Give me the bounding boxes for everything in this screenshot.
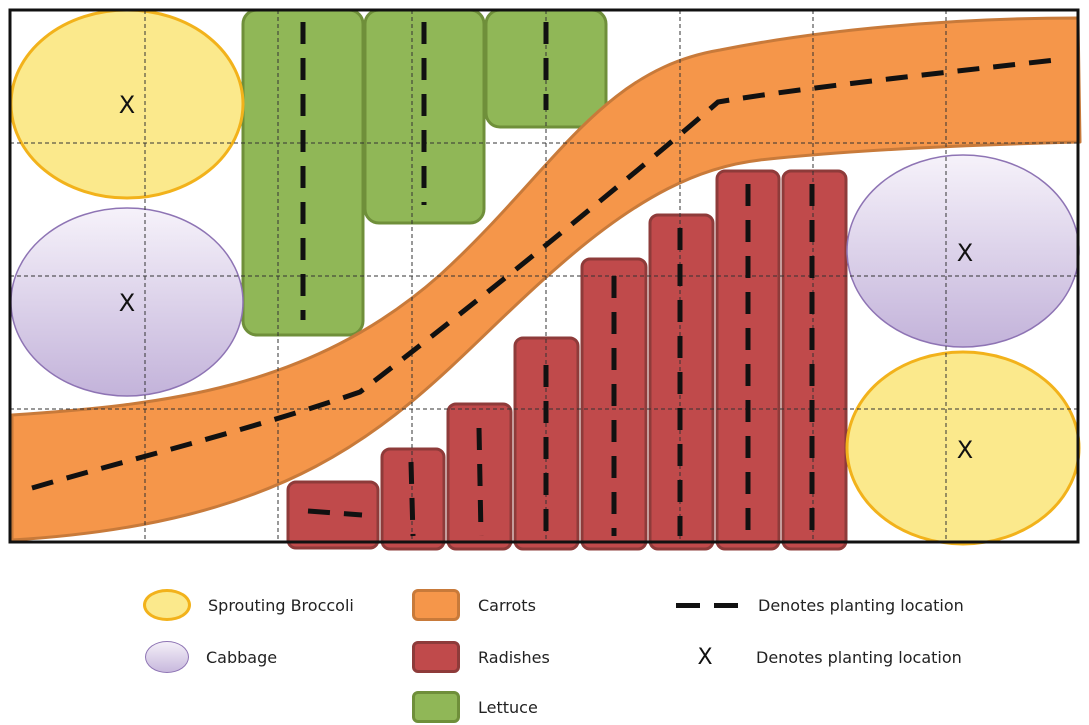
radish-bed-7 [715, 169, 781, 551]
garden-border [8, 8, 1080, 544]
broccoli-bottom-x: X [957, 436, 973, 464]
radish-bed-1 [286, 480, 380, 550]
radish-row-2 [408, 461, 416, 537]
broccoli-top-x: X [119, 91, 135, 119]
planting-dashes [31, 22, 1056, 537]
carrot-swatch [412, 589, 460, 621]
legend-lettuce: Lettuce [412, 690, 538, 724]
legend-lettuce-label: Lettuce [478, 697, 538, 717]
radish-row-1 [307, 508, 363, 518]
garden-plan: X X X X [8, 8, 1082, 551]
dash-line-icon [676, 602, 738, 608]
legend-broccoli-label: Sprouting Broccoli [208, 595, 354, 615]
x-marker-icon: X [697, 644, 713, 670]
legend-radishes: Radishes [412, 640, 550, 674]
legend-carrots-label: Carrots [478, 595, 536, 615]
legend-carrots: Carrots [412, 588, 536, 622]
legend-x-label: Denotes planting location [756, 647, 962, 667]
carrot-row [31, 57, 1056, 491]
cabbage-right-x: X [957, 239, 973, 267]
legend-cabbage: Cabbage [145, 640, 277, 674]
legend-cabbage-label: Cabbage [206, 647, 278, 667]
cabbage-swatch [145, 641, 189, 673]
radish-row-3 [476, 427, 484, 537]
radish-bed-8 [781, 169, 848, 551]
radish-swatch [412, 641, 460, 673]
legend-broccoli: Sprouting Broccoli [143, 588, 354, 622]
legend-dash-marker: Denotes planting location [676, 588, 964, 622]
legend-x-marker: X Denotes planting location [690, 640, 962, 674]
lettuce-swatch [412, 691, 460, 723]
broccoli-swatch [143, 589, 191, 621]
legend-radishes-label: Radishes [478, 647, 550, 667]
cabbage-left-x: X [119, 289, 135, 317]
legend-dash-label: Denotes planting location [758, 595, 964, 615]
